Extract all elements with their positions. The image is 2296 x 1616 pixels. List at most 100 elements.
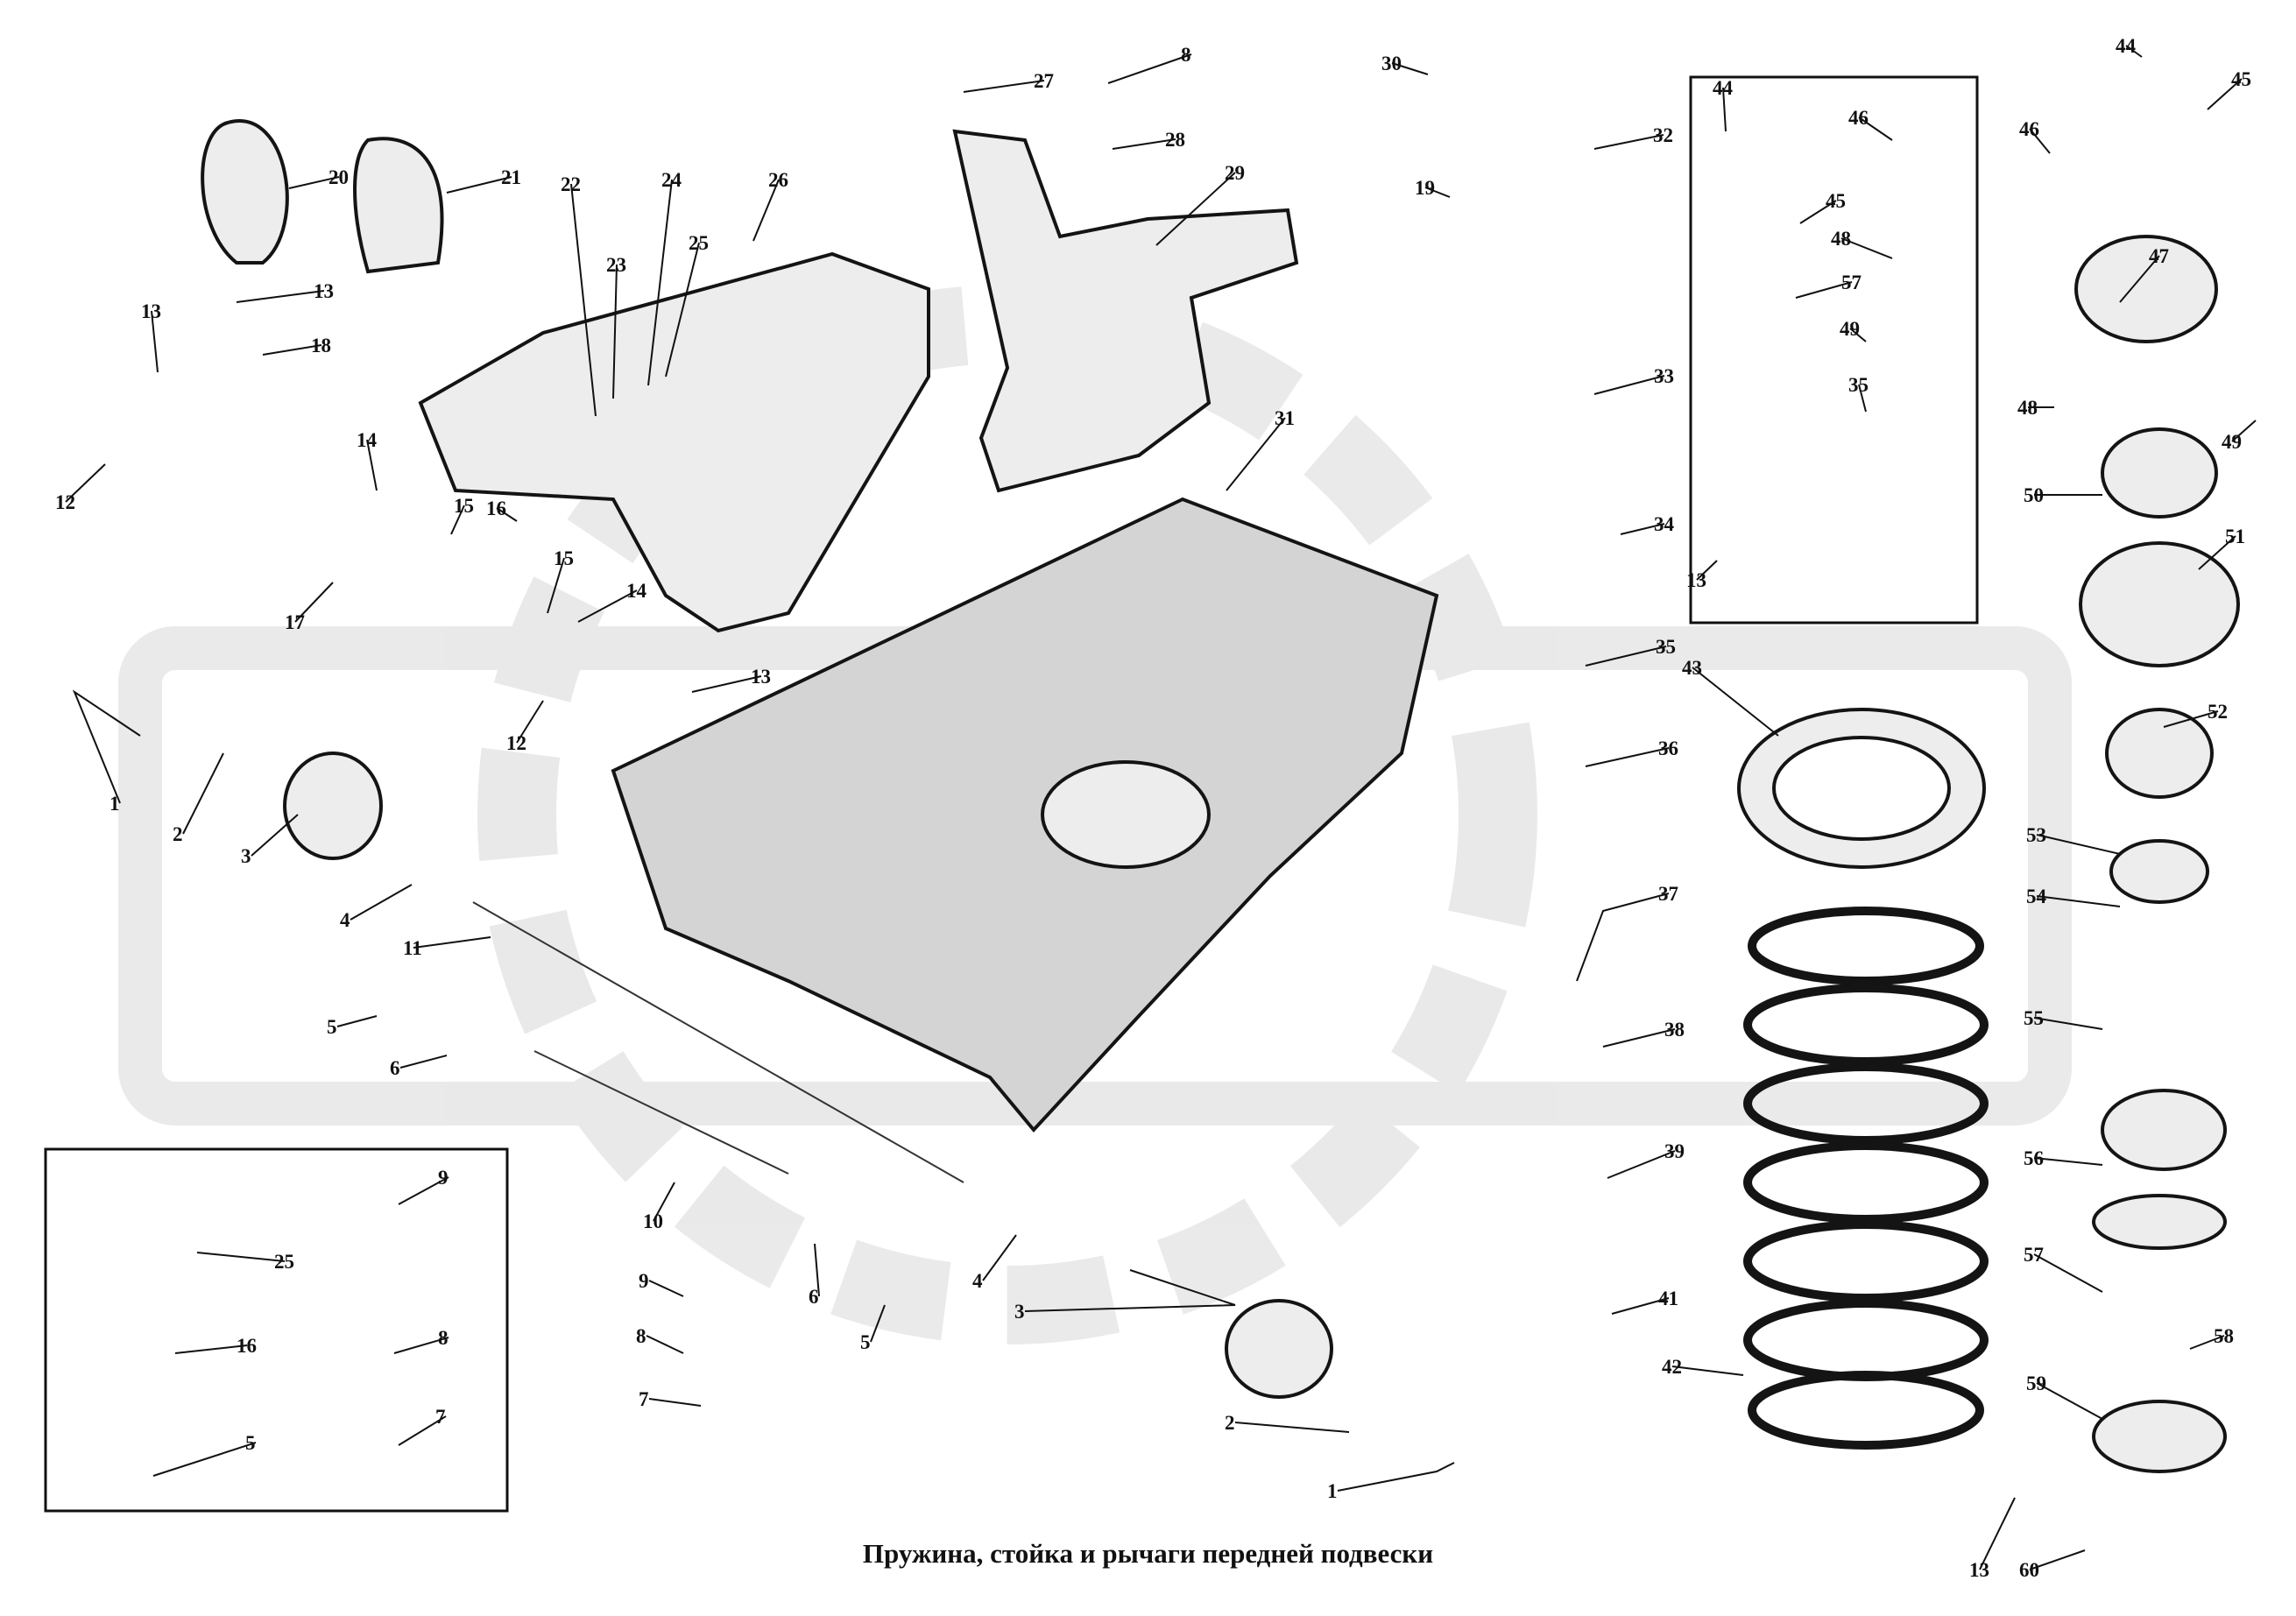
leader-line xyxy=(251,814,299,857)
callout-number: 35 xyxy=(1848,374,1869,396)
callout-number: 39 xyxy=(1664,1140,1685,1162)
callout-number: 44 xyxy=(2116,35,2137,57)
parts-layer xyxy=(201,119,2240,1473)
callout-number: 18 xyxy=(311,335,331,356)
callout-number: 41 xyxy=(1658,1288,1678,1309)
upper-arm-shaft xyxy=(472,901,964,1183)
inset-box-ball-joint xyxy=(1689,75,1979,625)
callout-number: 33 xyxy=(1654,365,1674,387)
callout-number: 2 xyxy=(173,823,183,845)
leader-line xyxy=(516,700,544,744)
callout-number: 54 xyxy=(2026,886,2047,907)
callout-number: 13 xyxy=(1969,1559,1989,1581)
leader-line xyxy=(496,507,518,522)
callout-number: 37 xyxy=(1658,883,1678,905)
callout-number: 34 xyxy=(1654,513,1675,535)
leader-line xyxy=(1226,417,1286,491)
callout-number: 59 xyxy=(2026,1373,2046,1394)
leader-line xyxy=(1234,1422,1350,1433)
upper-control-arm xyxy=(418,251,930,633)
callout-number: 14 xyxy=(357,429,378,451)
leader-line xyxy=(1611,1297,1670,1315)
leader-line xyxy=(1602,1028,1676,1048)
leader-line xyxy=(1620,523,1665,535)
callout-number: 47 xyxy=(2149,245,2169,267)
leader-line xyxy=(399,1055,448,1069)
leader-line xyxy=(2125,45,2143,58)
bushing-left xyxy=(283,752,383,860)
leader-line xyxy=(1858,116,1893,141)
callout-number: 15 xyxy=(554,547,574,569)
callout-number: 12 xyxy=(506,732,526,754)
lower-ball-joint xyxy=(2074,235,2218,343)
leader-line xyxy=(547,557,565,614)
leader-line xyxy=(236,290,325,303)
leader-line xyxy=(174,1344,248,1354)
shaft-bushing-tube xyxy=(533,1050,789,1175)
leader-line xyxy=(182,752,224,835)
leader-line xyxy=(2036,895,2121,907)
ball-joint-cover xyxy=(2105,708,2214,799)
callout-number: 48 xyxy=(2017,397,2038,419)
callout-number: 57 xyxy=(2024,1244,2044,1266)
callout-number: 32 xyxy=(1653,124,1673,146)
leader-line xyxy=(691,675,762,693)
callout-number: 50 xyxy=(2024,484,2044,506)
leader-line xyxy=(1671,1365,1744,1376)
callout-number: 25 xyxy=(274,1251,294,1273)
callout-number: 23 xyxy=(606,254,626,276)
leader-line xyxy=(2033,1157,2103,1166)
callout-number: 7 xyxy=(435,1406,446,1428)
leader-lines xyxy=(65,45,2257,1570)
callout-number: 49 xyxy=(1840,318,1860,340)
leader-line xyxy=(350,884,413,921)
callout-number: 1 xyxy=(110,793,120,815)
leader-line xyxy=(398,1176,449,1205)
callout-number: 29 xyxy=(1225,162,1245,184)
callout-number: 49 xyxy=(2222,431,2242,453)
leader-line xyxy=(2231,420,2257,442)
diagram-caption: Пружина, стойка и рычаги передней подвес… xyxy=(862,1538,1434,1569)
leader-line xyxy=(646,1335,684,1354)
callout-number: 10 xyxy=(643,1210,663,1232)
callout-number: 21 xyxy=(501,166,521,188)
callout-number: 4 xyxy=(340,909,350,931)
leader-line xyxy=(1849,328,1867,342)
leader-line xyxy=(752,179,780,242)
leader-line xyxy=(1692,667,1779,737)
leader-line xyxy=(1585,747,1670,767)
callout-number: 13 xyxy=(141,300,161,322)
callout-number: 56 xyxy=(2024,1147,2044,1169)
callout-number: 27 xyxy=(1034,70,1054,92)
leader-line xyxy=(2198,535,2236,570)
leader-line xyxy=(612,264,618,399)
callout-number: 48 xyxy=(1831,228,1851,250)
leader-line xyxy=(870,1304,886,1343)
leader-line xyxy=(413,936,491,949)
leader-line xyxy=(570,183,597,417)
leader-line xyxy=(446,176,512,194)
leader-line xyxy=(1593,134,1664,150)
callout-number: 2 xyxy=(1225,1412,1235,1434)
leader-line xyxy=(1024,1269,1236,1312)
leader-line xyxy=(1795,281,1853,299)
leader-line xyxy=(393,1337,449,1354)
callout-number: 42 xyxy=(1662,1356,1682,1378)
leader-line xyxy=(1424,187,1451,198)
callout-number: 57 xyxy=(1841,272,1862,293)
leader-line xyxy=(450,505,465,535)
leader-line xyxy=(653,1182,675,1222)
leader-line xyxy=(648,1398,702,1407)
callout-number: 16 xyxy=(237,1335,257,1357)
callout-number: 45 xyxy=(2231,68,2251,90)
dust-cover-disk xyxy=(2092,1400,2227,1473)
bump-stop-rubber xyxy=(353,137,444,274)
leader-line xyxy=(665,242,700,378)
ball-joint-liner xyxy=(2109,839,2209,904)
leader-line xyxy=(1840,237,1893,259)
suspension-crossmember xyxy=(611,497,1439,1133)
leader-line xyxy=(72,689,141,804)
leader-line xyxy=(151,310,159,373)
callout-number: 3 xyxy=(1014,1301,1025,1323)
